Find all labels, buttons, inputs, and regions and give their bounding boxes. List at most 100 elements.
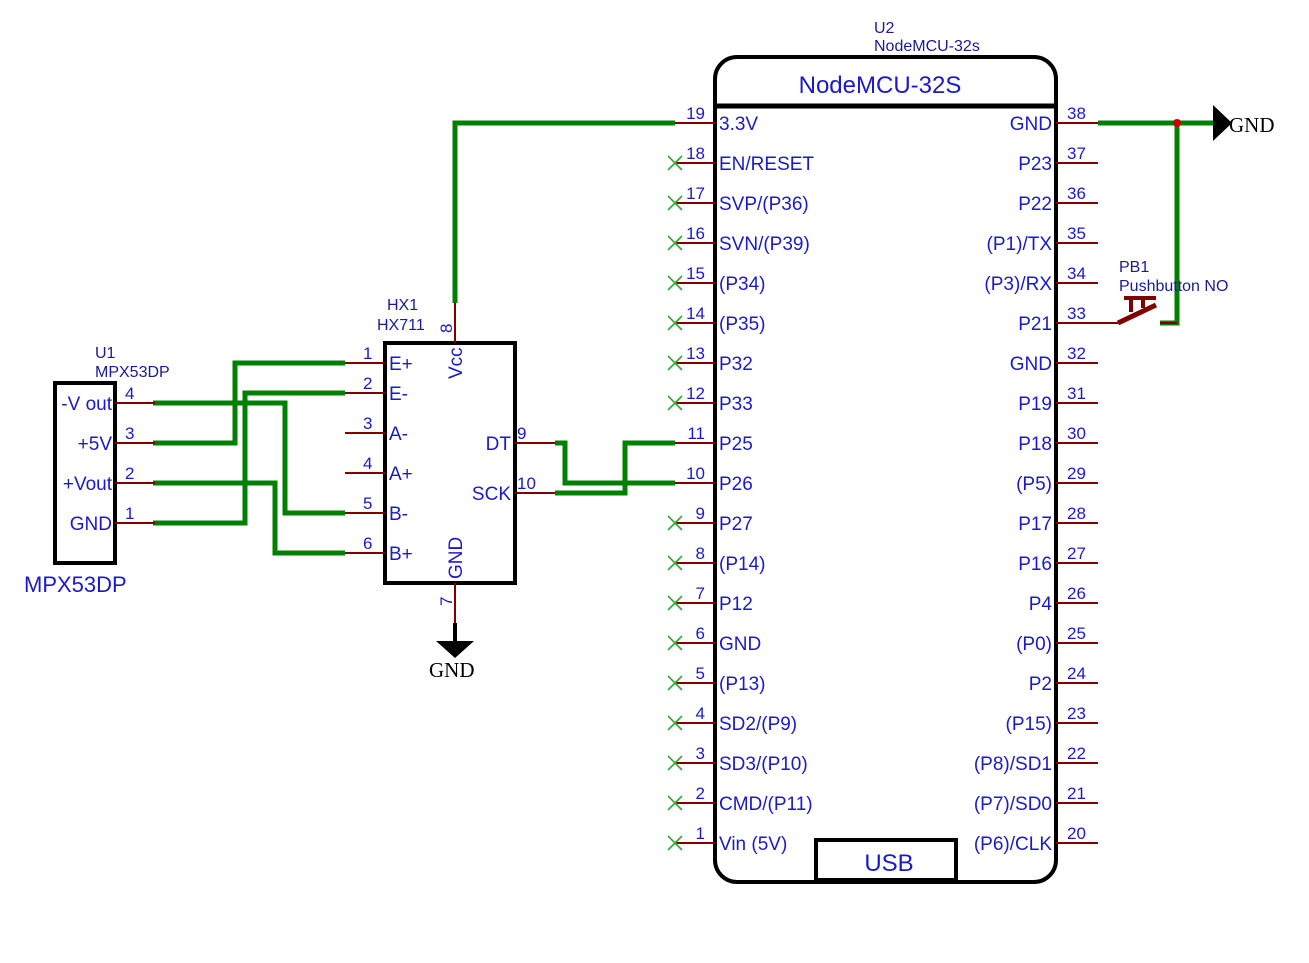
pin-number: 8 (696, 544, 705, 563)
u2-part: NodeMCU-32s (874, 38, 980, 55)
pin-number: 27 (1067, 544, 1086, 563)
u1-pin[interactable]: 3+5V (78, 424, 155, 455)
no-connect-marker (667, 755, 683, 771)
u2-right-pin[interactable]: 23(P15) (1006, 704, 1098, 735)
u2-right-pin[interactable]: 20(P6)/CLK (974, 824, 1098, 855)
pin-label: DT (486, 434, 512, 455)
pin-label: P2 (1029, 674, 1052, 695)
pin-label: E- (389, 384, 408, 405)
wire-sck-to-p26[interactable] (555, 480, 675, 496)
u2-left-pin[interactable]: 8(P14) (667, 544, 765, 575)
u2-left-pin[interactable]: 14(P35) (667, 304, 765, 335)
pin-label: +5V (78, 434, 113, 455)
pin-number: 22 (1067, 744, 1086, 763)
pin-label: (P6)/CLK (974, 834, 1052, 855)
u2-left-pin[interactable]: 15(P34) (667, 264, 765, 295)
pb1-part: Pushbutton NO (1119, 278, 1228, 295)
u2-right-pin[interactable]: 21(P7)/SD0 (974, 784, 1098, 815)
pin-label: 3.3V (719, 114, 758, 135)
pin-label: (P34) (719, 274, 765, 295)
u2-left-pin[interactable]: 5(P13) (667, 664, 765, 695)
wire-3v3-to-vcc[interactable] (452, 120, 675, 303)
hx1-left-pin[interactable]: 3A- (345, 414, 408, 445)
hx1-vcc-num: 8 (437, 324, 456, 333)
hx1-gnd-num: 7 (437, 597, 456, 606)
pin-label: P25 (719, 434, 753, 455)
hx1-right-pin[interactable]: 9DT (486, 424, 555, 455)
u2-nodemcu[interactable]: U2 NodeMCU-32s NodeMCU-32S USB 193.3V18E… (667, 20, 1098, 884)
hx1-left-pin[interactable]: 4A+ (345, 454, 413, 485)
wire-vout-neg-to-bminus[interactable] (153, 400, 345, 516)
u1-body (53, 381, 117, 565)
hx1-left-pin[interactable]: 5B- (345, 494, 408, 525)
pin-number: 6 (363, 534, 372, 553)
pin-number: 36 (1067, 184, 1086, 203)
hx1-left-pin[interactable]: 2E- (345, 374, 408, 405)
pin-number: 19 (686, 104, 705, 123)
u2-right-pin[interactable]: 35(P1)/TX (987, 224, 1098, 255)
u2-left-pin[interactable]: 19 3.3V (675, 104, 758, 135)
pin-label: GND (1010, 114, 1052, 135)
pin-label: (P3)/RX (984, 274, 1052, 295)
hx1-left-pin[interactable]: 1E+ (345, 344, 413, 375)
pin-number: 4 (125, 384, 134, 403)
pb1-pushbutton[interactable]: PB1 Pushbutton NO (1098, 259, 1228, 326)
u1-pin[interactable]: 4-V out (61, 384, 155, 415)
wire-gnd-to-eminus[interactable] (153, 390, 345, 526)
pin-label: (P5) (1016, 474, 1052, 495)
u2-right-pin[interactable]: 29(P5) (1016, 464, 1098, 495)
hx1-left-pin[interactable]: 6B+ (345, 534, 413, 565)
u2-right-pin[interactable]: 34(P3)/RX (984, 264, 1098, 295)
pin-number: 17 (686, 184, 705, 203)
u2-right-pin[interactable]: 25(P0) (1016, 624, 1098, 655)
wire-vout-pos-to-bplus[interactable] (153, 480, 345, 556)
u1-title: MPX53DP (24, 572, 127, 597)
u1-pin[interactable]: 2+Vout (63, 464, 155, 495)
pin-number: 37 (1067, 144, 1086, 163)
pin-number: 11 (687, 424, 705, 443)
pin-label: P23 (1018, 154, 1052, 175)
gnd-label-hx711: GND (429, 658, 475, 682)
pin-label: P21 (1018, 314, 1052, 335)
pin-number: 2 (125, 464, 134, 483)
no-connect-marker (667, 835, 683, 851)
no-connect-marker (667, 395, 683, 411)
wire-dt-to-p25[interactable] (555, 440, 675, 486)
pin-number: 10 (517, 474, 536, 493)
u2-right-pin[interactable]: 22(P8)/SD1 (974, 744, 1098, 775)
usb-label: USB (864, 850, 913, 877)
no-connect-marker (667, 675, 683, 691)
